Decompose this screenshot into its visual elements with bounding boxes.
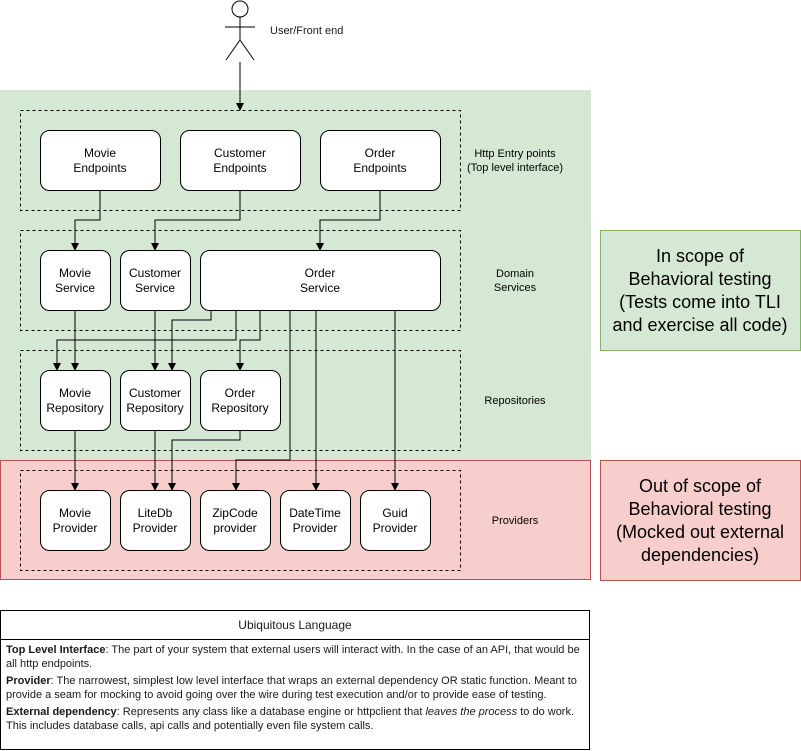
in-scope-note: In scope of Behavioral testing (Tests co… bbox=[600, 230, 801, 351]
svg-text:Out of scope of: Out of scope of bbox=[639, 476, 762, 496]
connector-order-repository-to-litedb bbox=[168, 430, 241, 491]
connector-movie-endpoints-to-service bbox=[71, 190, 101, 251]
svg-text:Order: Order bbox=[305, 266, 336, 280]
domain-layer-label: Domain bbox=[496, 268, 534, 280]
movie-provider-box: Movie Provider bbox=[40, 490, 111, 551]
svg-text:Customer: Customer bbox=[129, 266, 181, 280]
datetime-provider-box: DateTime Provider bbox=[280, 490, 351, 551]
order-repository-box: Order Repository bbox=[200, 370, 281, 431]
architecture-diagram: User/Front end Movie Endpoints Customer … bbox=[0, 0, 801, 581]
svg-text:Endpoints: Endpoints bbox=[73, 161, 126, 175]
repository-layer-label: Repositories bbox=[484, 395, 546, 407]
legend-title: Ubiquitous Language bbox=[1, 611, 589, 640]
provider-layer-label: Providers bbox=[492, 515, 539, 527]
svg-text:ZipCode: ZipCode bbox=[212, 506, 258, 520]
user-actor-icon bbox=[225, 0, 255, 61]
connector-order-endpoints-to-service bbox=[316, 190, 381, 251]
svg-text:In scope of: In scope of bbox=[656, 246, 745, 266]
connector-order-service-to-movie-repository bbox=[53, 310, 237, 371]
svg-text:Provider: Provider bbox=[133, 521, 178, 535]
http-layer-sublabel: (Top level interface) bbox=[467, 162, 563, 174]
svg-text:Provider: Provider bbox=[53, 521, 98, 535]
svg-text:Guid: Guid bbox=[382, 506, 407, 520]
litedb-provider-box: LiteDb Provider bbox=[120, 490, 191, 551]
svg-text:Customer: Customer bbox=[214, 146, 266, 160]
svg-text:Movie: Movie bbox=[84, 146, 116, 160]
svg-text:Provider: Provider bbox=[373, 521, 418, 535]
svg-text:Movie: Movie bbox=[59, 506, 91, 520]
http-layer-label: Http Entry points bbox=[474, 148, 556, 160]
svg-text:Service: Service bbox=[55, 281, 95, 295]
out-of-scope-note: Out of scope of Behavioral testing (Mock… bbox=[600, 460, 801, 581]
movie-service-box: Movie Service bbox=[40, 250, 111, 311]
actor-label: User/Front end bbox=[270, 25, 343, 37]
legend-entry-top-level-interface: Top Level Interface: The part of your sy… bbox=[6, 644, 580, 670]
customer-service-box: Customer Service bbox=[120, 250, 191, 311]
svg-text:Customer: Customer bbox=[129, 386, 181, 400]
svg-text:provider: provider bbox=[213, 521, 256, 535]
svg-text:Repository: Repository bbox=[211, 401, 268, 415]
legend-entry-provider: Provider: The narrowest, simplest low le… bbox=[6, 675, 577, 701]
svg-text:Movie: Movie bbox=[59, 266, 91, 280]
svg-text:Service: Service bbox=[300, 281, 340, 295]
connector-order-service-to-zipcode-provider bbox=[232, 310, 291, 491]
svg-text:Provider: Provider bbox=[293, 521, 338, 535]
svg-text:Endpoints: Endpoints bbox=[213, 161, 266, 175]
svg-text:Order: Order bbox=[225, 386, 256, 400]
svg-text:dependencies): dependencies) bbox=[641, 545, 759, 565]
connector-order-service-to-order-repository bbox=[236, 310, 261, 371]
customer-endpoints-box: Customer Endpoints bbox=[180, 130, 301, 191]
ubiquitous-language-legend: Ubiquitous Language Top Level Interface:… bbox=[0, 610, 590, 750]
guid-provider-box: Guid Provider bbox=[360, 490, 431, 551]
connector-customer-endpoints-to-service bbox=[151, 190, 241, 251]
connector-order-service-to-customer-repository bbox=[168, 310, 212, 371]
customer-repository-box: Customer Repository bbox=[120, 370, 191, 431]
movie-repository-box: Movie Repository bbox=[40, 370, 111, 431]
svg-text:(Tests come into TLI: (Tests come into TLI bbox=[619, 292, 781, 312]
svg-text:LiteDb: LiteDb bbox=[138, 506, 173, 520]
svg-text:Behavioral testing: Behavioral testing bbox=[628, 269, 771, 289]
legend-body: Top Level Interface: The part of your sy… bbox=[1, 640, 589, 733]
domain-layer-sublabel: Services bbox=[494, 282, 537, 294]
svg-text:Behavioral testing: Behavioral testing bbox=[628, 499, 771, 519]
svg-text:Repository: Repository bbox=[126, 401, 183, 415]
svg-text:DateTime: DateTime bbox=[289, 506, 341, 520]
svg-text:Service: Service bbox=[135, 281, 175, 295]
svg-text:Movie: Movie bbox=[59, 386, 91, 400]
legend-entry-external-dependency: External dependency: Represents any clas… bbox=[6, 706, 575, 732]
zipcode-provider-box: ZipCode provider bbox=[200, 490, 271, 551]
svg-text:and exercise all code): and exercise all code) bbox=[612, 315, 787, 335]
svg-text:Endpoints: Endpoints bbox=[353, 161, 406, 175]
svg-text:(Mocked out external: (Mocked out external bbox=[616, 522, 784, 542]
order-endpoints-box: Order Endpoints bbox=[320, 130, 441, 191]
order-service-box: Order Service bbox=[200, 250, 441, 311]
movie-endpoints-box: Movie Endpoints bbox=[40, 130, 161, 191]
svg-text:Order: Order bbox=[365, 146, 396, 160]
svg-text:Repository: Repository bbox=[46, 401, 103, 415]
